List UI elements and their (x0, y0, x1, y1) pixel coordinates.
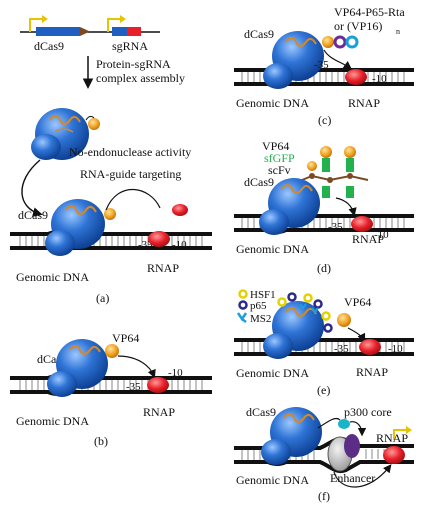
assembly-step-line2: complex assembly (96, 71, 185, 85)
genomic-dna-label: Genomic DNA (16, 414, 89, 428)
genomic-dna-label: Genomic DNA (236, 242, 309, 256)
rnap-label: RNAP (376, 431, 408, 445)
vp64-icon (307, 161, 317, 171)
hsf1-icon (238, 289, 248, 299)
sfgfp-icon (346, 158, 354, 172)
rnap-icon (345, 69, 367, 85)
rnap-icon (359, 339, 381, 355)
genomic-dna-label: Genomic DNA (16, 270, 89, 284)
sfgfp-icon (346, 186, 354, 198)
rta-icon (345, 35, 359, 49)
panel-f-caption: (f) (318, 489, 330, 503)
panel-c: VP64-P65-Rta or (VP16) n dCas9 -35 -10 G… (234, 5, 414, 127)
p300-label: p300 core (344, 405, 392, 419)
vp64-label: VP64 (344, 295, 371, 309)
panel-b: dCas9 VP64 -35 -10 Genomic DNA RNAP (b) (10, 331, 212, 448)
activator-subscript: n (396, 27, 400, 36)
panel-a: dCas9 sgRNA Protein-sgRNA complex assemb… (10, 15, 212, 305)
enhancer-label: Enhancer (330, 471, 375, 485)
dcas9-label: dCas9 (244, 27, 274, 41)
gene-dcas9-label: dCas9 (34, 39, 64, 53)
ms2-label: MS2 (250, 313, 271, 325)
rnap-label: RNAP (352, 232, 384, 246)
sfgfp-icon (322, 186, 330, 198)
panel-c-caption: (c) (318, 113, 331, 127)
vp64-icon (337, 313, 351, 327)
promoter-arrow-icon (29, 18, 42, 32)
genomic-dna-label: Genomic DNA (236, 366, 309, 380)
rnap-label: RNAP (356, 365, 388, 379)
panel-d-caption: (d) (317, 261, 331, 275)
minus10-label: -10 (374, 229, 389, 241)
panel-b-caption: (b) (94, 434, 108, 448)
dcas9-label: dCas9 (244, 175, 274, 189)
sam-complex (277, 292, 333, 333)
minus35-label: -35 (328, 221, 343, 233)
dna-helix (234, 336, 414, 358)
minus35-label: -35 (334, 343, 349, 355)
scfv-label: scFv (268, 163, 291, 177)
minus35-label: -35 (314, 59, 329, 71)
rnap-icon (147, 377, 169, 393)
dcas9-complex-bound (263, 301, 324, 359)
gene-sgrna-label: sgRNA (112, 39, 148, 53)
p65-label: p65 (250, 300, 267, 312)
minus35-label: -35 (126, 381, 141, 393)
scfv-sfgfp-vp64-array (291, 146, 369, 198)
sfgfp-icon (322, 158, 330, 172)
activator-label-line1: VP64-P65-Rta (334, 5, 405, 19)
p65-icon (238, 300, 248, 310)
ms2-icon (236, 312, 248, 323)
panel-a-caption: (a) (96, 291, 109, 305)
dcas9-complex-bound (45, 188, 161, 256)
rnap-icon (383, 446, 405, 464)
vp64-label: VP64 (112, 331, 139, 345)
assembly-step-line1: Protein-sgRNA (96, 57, 171, 71)
hsf1-label: HSF1 (250, 289, 276, 301)
panel-e-caption: (e) (317, 383, 330, 397)
minus10-label: -10 (172, 239, 187, 251)
rnap-free-icon (172, 204, 188, 216)
promoter-arrow-icon (107, 18, 120, 32)
activator-label-line2: or (VP16) (334, 19, 382, 33)
vp64-icon (105, 344, 119, 358)
no-endonuclease-label: No-endonuclease activity (69, 145, 191, 159)
minus10-label: -10 (388, 343, 403, 355)
promoter-arrow-icon (393, 429, 406, 440)
dcas9-complex-bound (263, 31, 324, 89)
dcas9-complex-bound (259, 178, 320, 235)
vp64-label: VP64 (262, 139, 289, 153)
dcas9-label: dCas9 (246, 405, 276, 419)
vp64-icon (320, 146, 332, 158)
enhancer-factor-icon (344, 434, 360, 458)
genomic-dna-label: Genomic DNA (236, 473, 309, 487)
rnap-icon (148, 231, 170, 247)
p300-icon (338, 419, 350, 429)
rnap-label: RNAP (348, 96, 380, 110)
panel-f: dCas9 p300 core RNAP Genomic DNA Enhance… (234, 405, 414, 503)
dcas9-label: dCas9 (18, 208, 48, 222)
rna-guide-label: RNA-guide targeting (80, 167, 181, 181)
p65-icon (333, 35, 347, 49)
vp64-icon (322, 36, 334, 48)
dcas9-complex-free (31, 108, 100, 160)
rnap-label: RNAP (143, 405, 175, 419)
panel-e: HSF1 p65 MS2 VP64 -35 -10 (234, 289, 414, 397)
genomic-dna-label: Genomic DNA (236, 96, 309, 110)
gene-construct: dCas9 sgRNA (20, 15, 160, 53)
targeting-arrow (21, 159, 43, 217)
looping-arrow (333, 464, 392, 488)
rnap-label: RNAP (147, 261, 179, 275)
dcas9-complex-bound (261, 407, 322, 465)
vp64-icon (344, 146, 356, 158)
minus10-label: -10 (168, 367, 183, 379)
panel-d: VP64 sfGFP scFv dCas9 -35 (234, 139, 414, 275)
dcas9-complex-bound (47, 339, 108, 397)
rnap-icon (351, 216, 373, 232)
sfgfp-label: sfGFP (264, 151, 295, 165)
minus10-label: -10 (372, 73, 387, 85)
